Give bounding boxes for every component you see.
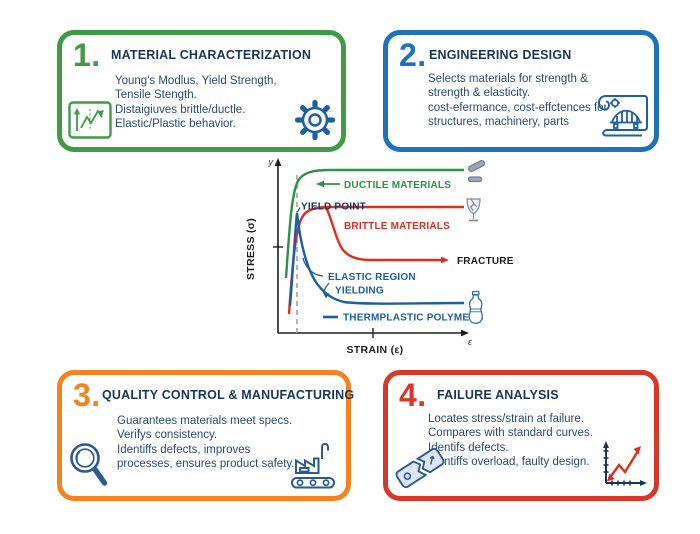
card-number: 2. <box>399 37 427 73</box>
card-title: MATERIAL CHARACTERIZATION <box>111 48 312 62</box>
thermoplastic-label: THERMPLASTIC POLYMERS <box>343 313 484 324</box>
yield-point-label: YIELD POINT <box>301 202 366 213</box>
x-axis-label: STRAIN (ε) <box>347 344 404 356</box>
ductile-label: DUCTILE MATERIALS <box>344 180 451 191</box>
brittle-label: BRITTLE MATERIALS <box>344 221 450 232</box>
card-failure-analysis: 4. FAILURE ANALYSIS Locates stress/strai… <box>383 370 659 501</box>
body-line: Distaigiuves brittle/ductle. <box>115 103 246 116</box>
card-title: ENGINEERING DESIGN <box>429 48 572 62</box>
stress-strain-chart: YIELD POINT DUCTILE MATERIALS BRITTLE MA… <box>245 157 514 356</box>
elastic-region-pointer <box>302 257 324 277</box>
card-engineering-design: 2. ENGINEERING DESIGN Selects materials … <box>383 30 659 152</box>
ductile-pointer-arrowhead <box>316 180 324 188</box>
failure-chart-icon <box>598 437 650 496</box>
body-line: Identiffs defects, improves <box>117 443 251 456</box>
bent-metal-icon <box>467 159 486 183</box>
fracture-branch-curve <box>324 206 442 262</box>
broken-part-icon <box>394 443 446 498</box>
ductile-curve <box>284 168 464 279</box>
card-number: 3. <box>73 377 101 413</box>
card-material-characterization: 1. MATERIAL CHARACTERIZATION Young's Mod… <box>57 30 346 152</box>
x-axis-letter: ε <box>468 337 473 347</box>
body-line: strength & elasticity. <box>428 87 531 100</box>
body-line: Selects materials for strength & <box>428 73 588 85</box>
body-line: Identifs defects. <box>428 441 509 454</box>
yield-point-leader <box>297 207 301 213</box>
body-line: Locates stress/strain at failure. <box>428 413 584 425</box>
cracked-glass-icon <box>466 198 481 222</box>
body-line: structures, machinery, parts <box>428 115 570 128</box>
elastic-region-label: ELASTIC REGION <box>328 272 416 283</box>
body-line: Compares with standard curves. <box>428 427 593 440</box>
plastic-bottle-icon <box>468 290 483 324</box>
card-number: 1. <box>73 37 101 73</box>
thermoplastic-curve <box>288 212 465 307</box>
card-body: Locates stress/strain at failure. Compar… <box>428 412 593 469</box>
body-line: Guarantees materials meet specs. <box>117 415 293 427</box>
yielding-arrowhead <box>322 292 330 299</box>
growth-chart-icon <box>68 101 112 144</box>
card-body: Guarantees materials meet specs. Verifys… <box>117 414 295 471</box>
yielding-label: YIELDING <box>335 286 384 297</box>
blueprint-bridge-icon <box>596 92 654 145</box>
body-line: processes, ensures product safety. <box>117 457 295 470</box>
body-line: Verifys consistency. <box>117 429 218 442</box>
body-line: Identiffs overload, faulty design. <box>428 455 590 468</box>
body-line: Tensile Stength. <box>115 89 197 102</box>
card-title: QUALITY CONTROL & MANUFACTURING <box>102 388 355 402</box>
fracture-arrowhead <box>441 256 449 264</box>
y-axis-arrowhead <box>274 158 282 166</box>
card-body: Young's Modlus, Yield Strength, Tensile … <box>115 74 277 131</box>
fracture-label: FRACTURE <box>457 256 514 267</box>
body-line: Young's Modlus, Yield Strength, <box>115 75 277 87</box>
body-line: cost-efermance, cost-effctences for <box>428 101 608 114</box>
y-axis-letter: y <box>268 157 274 167</box>
body-line: Elastic/Plastic behavior. <box>115 117 236 130</box>
card-body: Selects materials for strength & strengt… <box>428 72 607 129</box>
x-axis-arrowhead <box>461 329 469 337</box>
card-number: 4. <box>399 377 427 413</box>
y-axis-label: STRESS (σ) <box>245 218 257 280</box>
magnifier-icon <box>66 439 112 494</box>
factory-icon <box>290 439 336 494</box>
card-title: FAILURE ANALYSIS <box>437 388 559 402</box>
card-quality-control: 3. QUALITY CONTROL & MANUFACTURING Guara… <box>57 370 355 501</box>
gear-icon <box>291 95 339 150</box>
